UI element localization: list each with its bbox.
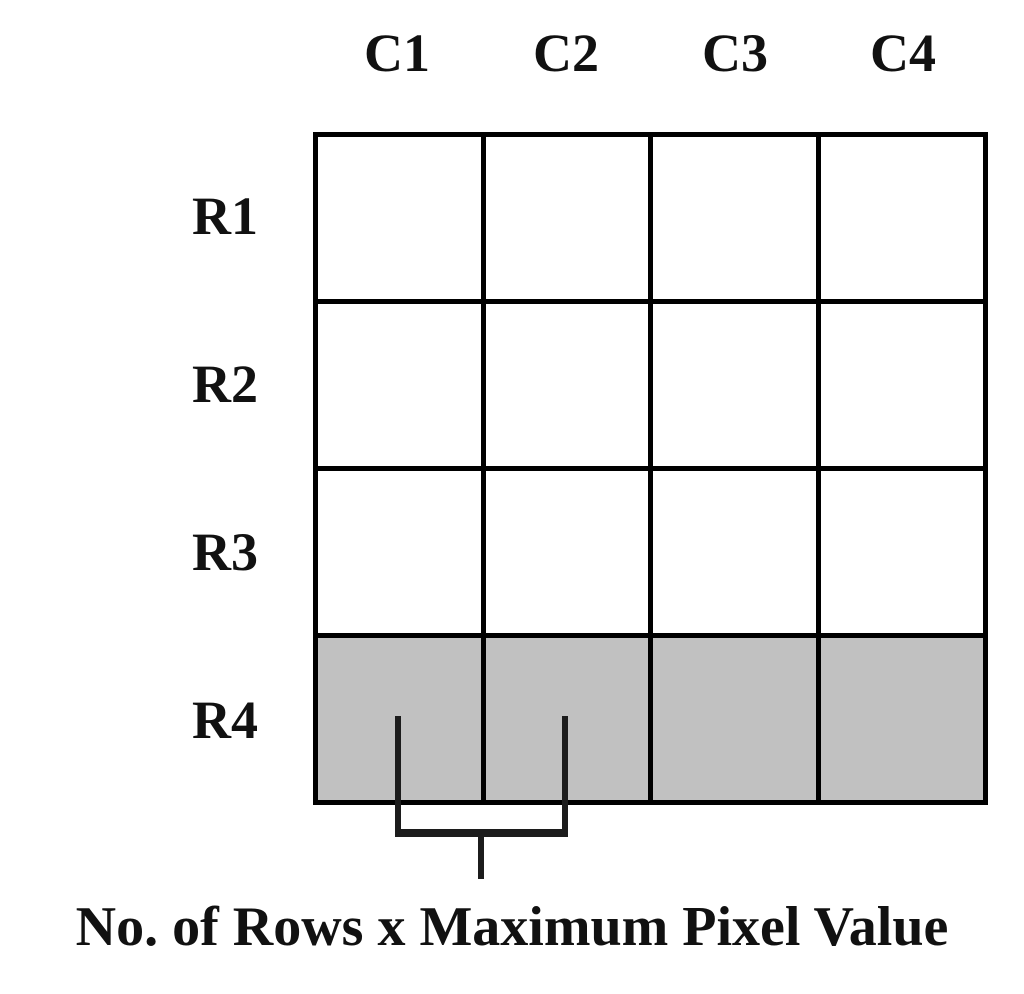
caption: No. of Rows x Maximum Pixel Value [75, 896, 949, 958]
grid-cell [653, 137, 816, 299]
grid-cell [318, 471, 481, 633]
grid-cell [820, 304, 983, 466]
grid-cell [653, 638, 816, 800]
grid-cell [485, 137, 648, 299]
column-header-c1: C1 [364, 23, 430, 83]
bracket-left-tick [395, 716, 401, 834]
grid-cell [318, 304, 481, 466]
column-header-c3: C3 [702, 23, 768, 83]
pixel-grid [313, 132, 988, 805]
bracket-pointer-stem [478, 837, 484, 879]
grid-cell [485, 471, 648, 633]
grid-cell [485, 304, 648, 466]
row-label-r2: R2 [192, 354, 258, 414]
column-header-c2: C2 [533, 23, 599, 83]
row-label-r4: R4 [192, 690, 258, 750]
grid-cell [653, 304, 816, 466]
bracket-right-tick [562, 716, 568, 834]
grid-cell [820, 638, 983, 800]
bracket-bar [395, 829, 568, 837]
grid-cell [820, 137, 983, 299]
grid-cell [318, 137, 481, 299]
row-label-r1: R1 [192, 186, 258, 246]
grid-cell [820, 471, 983, 633]
row-label-r3: R3 [192, 522, 258, 582]
column-header-c4: C4 [870, 23, 936, 83]
grid-cell [653, 471, 816, 633]
